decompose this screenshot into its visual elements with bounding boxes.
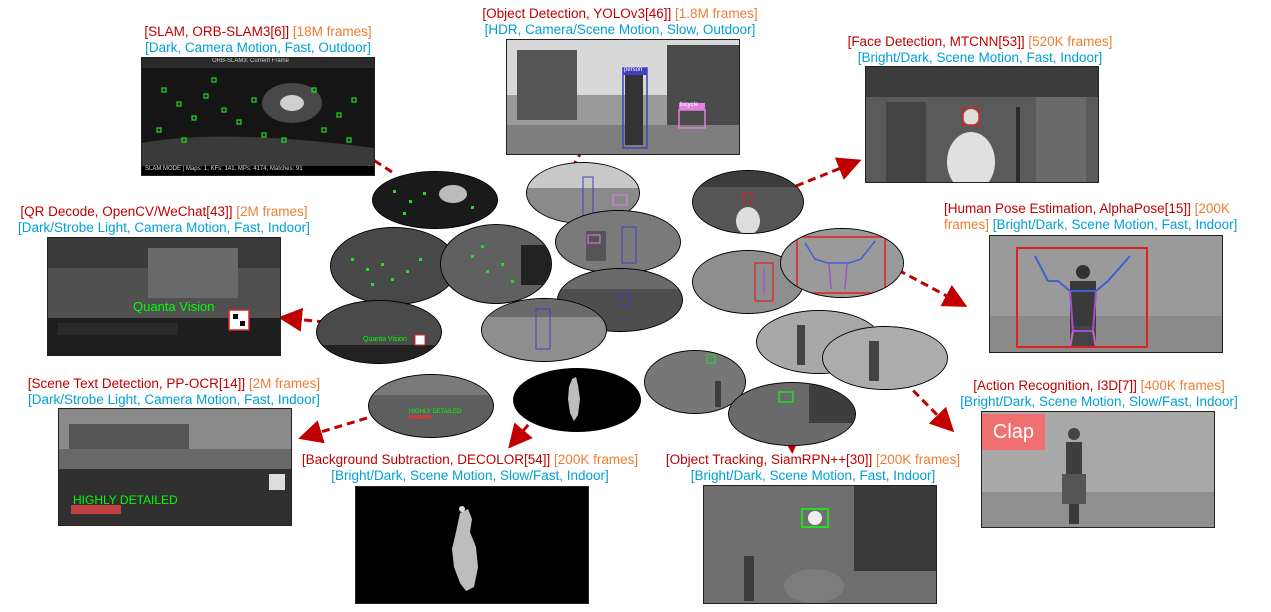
conditions-label: [Dark/Strobe Light, Camera Motion, Fast,… [18,220,310,235]
slam-frame-title: ORB-SLAM3: Current Frame [212,58,290,64]
input-oval-tracking-1 [644,350,746,414]
label-person: person [624,67,643,73]
task-label: [Object Detection, YOLOv3[46]] [482,6,672,21]
input-oval-objdet-4 [481,298,607,362]
frames-label-cont: frames] [944,217,990,232]
task-label: [SLAM, ORB-SLAM3[6]] [144,24,290,39]
conditions-label: [Dark/Strobe Light, Camera Motion, Fast,… [28,392,320,407]
arrow-pose [897,268,968,307]
input-oval-bg-subtraction [513,368,641,432]
task-label: [Face Detection, MTCNN[53]] [847,34,1025,49]
svg-text:HIGHLY DETAILED: HIGHLY DETAILED [409,409,462,415]
caption-pose: [Human Pose Estimation, AlphaPose[15]] [… [944,201,1269,233]
input-oval-tracking-2 [728,382,856,446]
action-recognition-output-image: Clap [981,411,1215,528]
caption-bg-subtraction: [Background Subtraction, DECOLOR[54]] [2… [286,452,654,484]
caption-scene-text: [Scene Text Detection, PP-OCR[14]] [2M f… [14,376,334,408]
input-oval-slam-1 [372,171,498,229]
input-oval-scene-text: HIGHLY DETAILED [368,374,494,438]
conditions-label: [Bright/Dark, Scene Motion, Slow/Fast, I… [331,468,609,483]
task-label: [Scene Text Detection, PP-OCR[14]] [27,376,246,391]
frames-label: [200K [1194,201,1230,216]
caption-slam: [SLAM, ORB-SLAM3[6]] [18M frames] [Dark,… [118,24,398,56]
conditions-label: [Bright/Dark, Scene Motion, Slow/Fast, I… [960,394,1238,409]
input-oval-qr: Quanta Vision [316,300,442,364]
action-label-text: Clap [992,421,1035,443]
slam-output-image: ORB-SLAM3: Current Frame SLAM MODE | Map… [141,57,375,176]
arrow-face [795,157,862,188]
object-detection-output-image: person bicycle [506,39,740,155]
frames-label: [1.8M frames] [675,6,758,21]
input-oval-objdet-2 [555,210,681,274]
detected-scene-text: HIGHLY DETAILED [73,493,178,507]
task-label: [Action Recognition, I3D[7]] [973,378,1137,393]
frames-label: [2M frames] [248,376,321,391]
caption-qr-decode: [QR Decode, OpenCV/WeChat[43]] [2M frame… [4,204,324,236]
task-label: [Object Tracking, SiamRPN++[30]] [665,452,873,467]
caption-object-detection: [Object Detection, YOLOv3[46]] [1.8M fra… [460,6,780,38]
slam-status-bar: SLAM MODE | Maps: 1, KFs: 141, MPs: 4174… [145,166,303,172]
frames-label: [2M frames] [236,204,308,219]
conditions-label: [HDR, Camera/Scene Motion, Slow, Outdoor… [484,22,756,37]
frames-label: [18M frames] [292,24,372,39]
scene-text-output-image: HIGHLY DETAILED [58,408,292,526]
face-detection-output-image [865,66,1099,183]
task-label: [Background Subtraction, DECOLOR[54]] [301,452,551,467]
pose-estimation-output-image [989,235,1223,353]
frames-label: [400K frames] [1140,378,1225,393]
task-label: [Human Pose Estimation, AlphaPose[15]] [944,201,1191,216]
caption-tracking: [Object Tracking, SiamRPN++[30]] [200K f… [654,452,972,484]
caption-face-detection: [Face Detection, MTCNN[53]] [520K frames… [830,34,1130,66]
label-bicycle: bicycle [680,102,699,108]
action-label: Clap [982,414,1045,450]
caption-action: [Action Recognition, I3D[7]] [400K frame… [940,378,1258,410]
input-oval-slam-2 [330,227,458,305]
arrow-text [298,416,368,444]
task-label: [QR Decode, OpenCV/WeChat[43]] [20,204,233,219]
object-tracking-output-image [703,485,937,604]
input-oval-face [692,170,804,234]
frames-label: [520K frames] [1028,34,1113,49]
qr-decode-output-image: Quanta Vision [47,237,281,356]
input-oval-action-2 [822,326,948,390]
conditions-label: [Bright/Dark, Scene Motion, Fast, Indoor… [690,468,936,483]
qr-decoded-text: Quanta Vision [133,299,215,314]
svg-text:Quanta Vision: Quanta Vision [363,336,407,343]
conditions-label: [Bright/Dark, Scene Motion, Fast, Indoor… [992,217,1238,232]
conditions-label: [Bright/Dark, Scene Motion, Fast, Indoor… [857,50,1103,65]
input-oval-slam-3 [440,224,552,304]
input-oval-pose-2 [780,228,904,298]
frames-label: [200K frames] [876,452,961,467]
frames-label: [200K frames] [554,452,639,467]
background-subtraction-output-image [355,486,589,604]
conditions-label: [Dark, Camera Motion, Fast, Outdoor] [145,40,371,55]
